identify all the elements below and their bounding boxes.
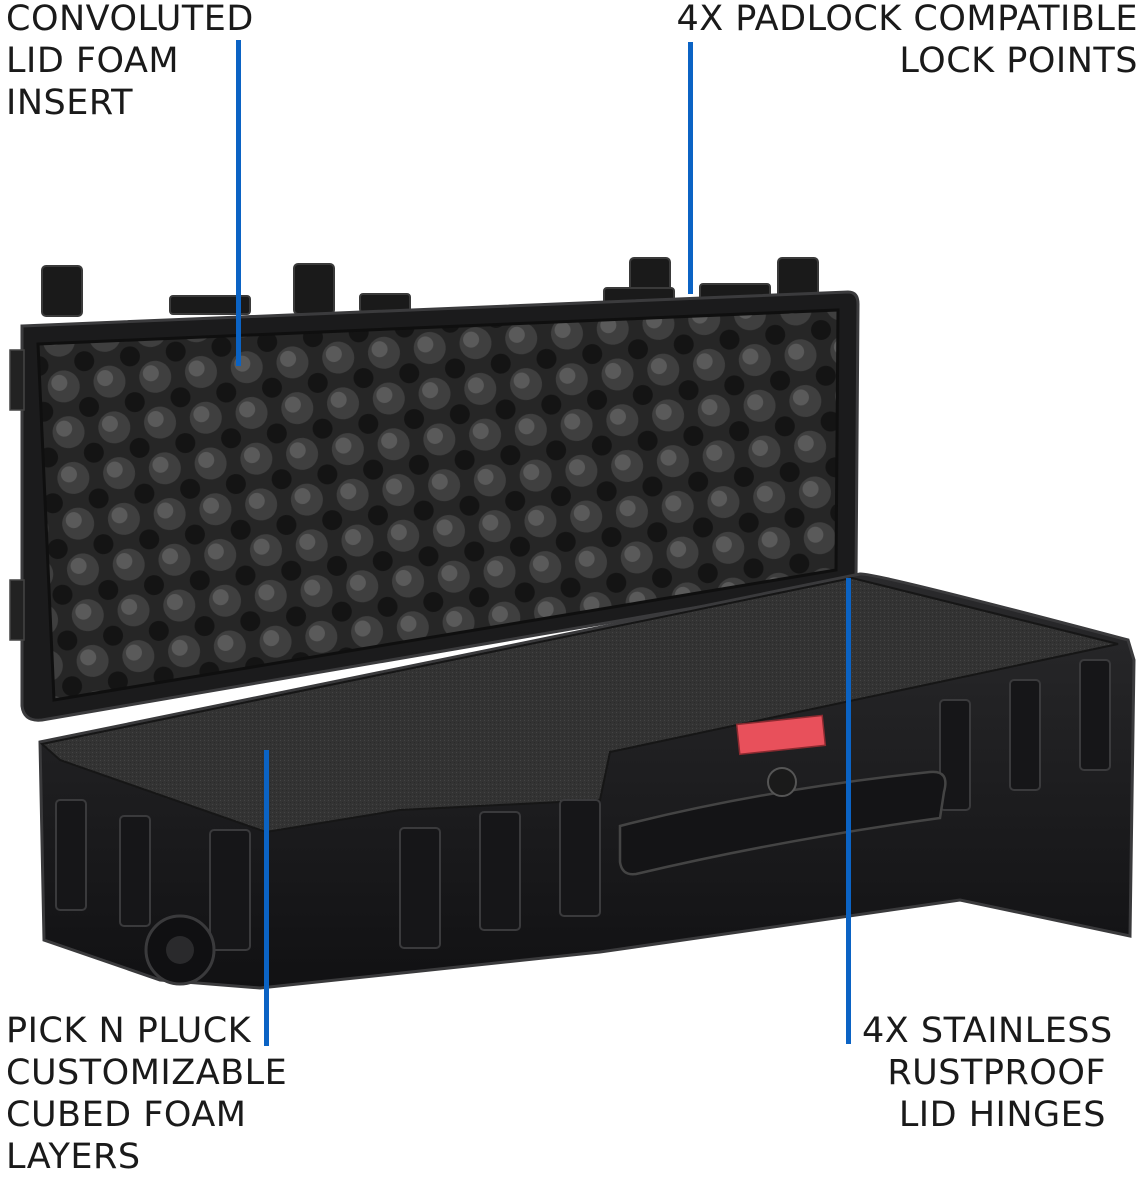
callout-line: CUSTOMIZABLE: [6, 1053, 288, 1093]
callout-cubed-foam: PICK N PLUCK CUSTOMIZABLE CUBED FOAM LAY…: [6, 1010, 287, 1178]
callout-hinges: 4X STAINLESS RUSTPROOF LID HINGES: [862, 1010, 1113, 1136]
leader-line-cubed-foam: [264, 750, 269, 1046]
callout-lid-foam: CONVOLUTED LID FOAM INSERT: [6, 0, 254, 124]
callout-line: RUSTPROOF: [887, 1053, 1106, 1093]
callout-line: 4X PADLOCK COMPATIBLE: [676, 0, 1138, 39]
base-ribs: [55, 659, 1111, 951]
leader-line-lid-foam: [236, 40, 241, 366]
leader-line-hinges: [846, 578, 851, 1044]
pressure-valve: [767, 767, 797, 797]
callout-line: 4X STAINLESS: [862, 1011, 1113, 1051]
callout-line: LAYERS: [6, 1137, 141, 1177]
callout-line: LID HINGES: [898, 1095, 1106, 1135]
callout-line: LOCK POINTS: [899, 41, 1138, 81]
callout-line: LID FOAM: [6, 41, 180, 81]
callout-line: CONVOLUTED: [6, 0, 254, 39]
callout-lock-points: 4X PADLOCK COMPATIBLE LOCK POINTS: [676, 0, 1138, 82]
callout-line: INSERT: [6, 83, 133, 123]
lid-convoluted-foam: [36, 308, 840, 702]
callout-line: PICK N PLUCK: [6, 1011, 252, 1051]
label-tag: [735, 714, 827, 756]
callout-line: CUBED FOAM: [6, 1095, 247, 1135]
leader-line-lock-points: [688, 42, 693, 294]
